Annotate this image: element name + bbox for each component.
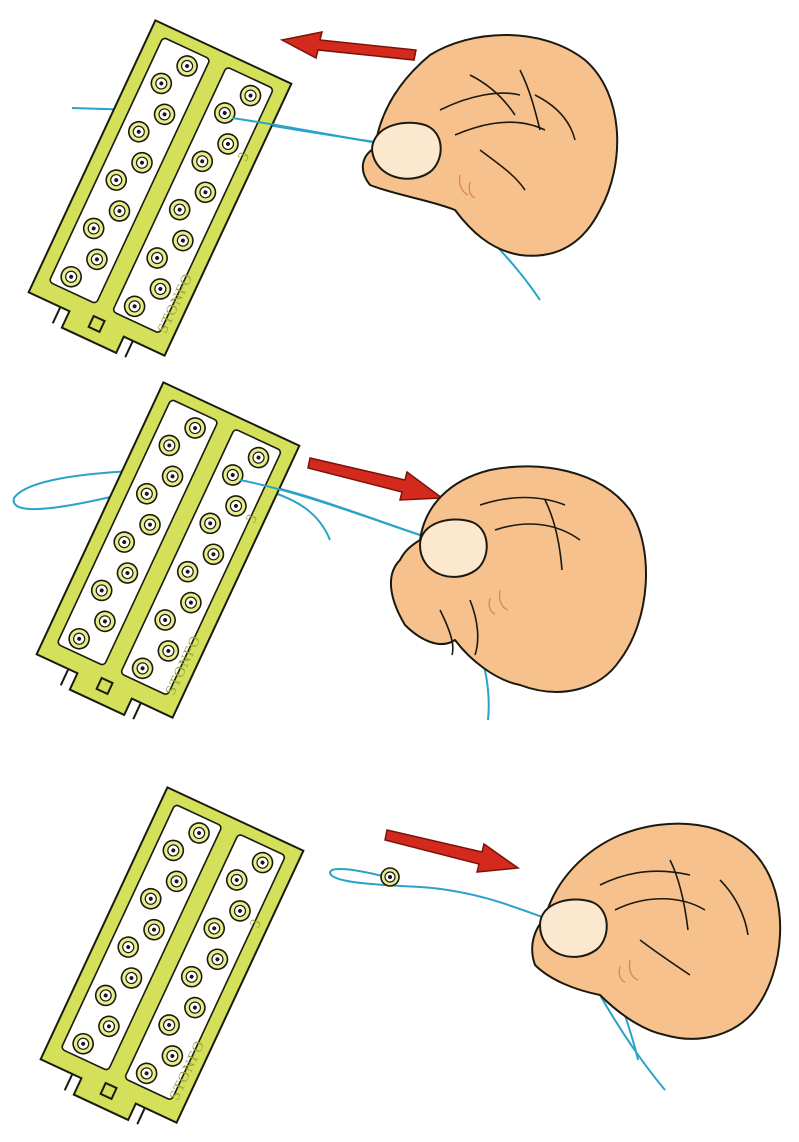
board-notch <box>51 306 134 358</box>
bead <box>98 1015 120 1038</box>
bead <box>203 917 226 940</box>
bead <box>162 839 185 862</box>
bead <box>146 247 168 269</box>
board-notch <box>59 668 142 720</box>
bead <box>139 513 161 536</box>
bead <box>135 1062 158 1085</box>
bead <box>154 609 176 631</box>
bead <box>217 133 239 155</box>
bead <box>72 1032 94 1055</box>
bead <box>168 198 191 221</box>
bead <box>131 151 153 174</box>
bead <box>188 822 210 844</box>
bead <box>176 560 199 583</box>
bead <box>191 150 214 173</box>
hand <box>361 34 619 257</box>
bead <box>202 543 225 566</box>
bead <box>60 265 82 288</box>
bead <box>158 434 181 457</box>
bead <box>161 465 184 488</box>
bead <box>135 482 158 505</box>
bead-on-line <box>380 867 400 887</box>
hand <box>389 465 647 693</box>
arrow-left-icon <box>279 31 417 61</box>
bead <box>239 84 262 107</box>
bead <box>120 967 143 989</box>
fishing-line-front <box>239 479 421 536</box>
bead <box>225 495 247 517</box>
bead <box>229 900 251 922</box>
bead <box>116 562 139 584</box>
bead <box>153 103 176 126</box>
bead <box>184 417 206 439</box>
bead <box>206 948 229 971</box>
bead <box>184 996 206 1019</box>
bead <box>247 446 270 469</box>
bead <box>158 1014 180 1036</box>
bead <box>123 295 146 318</box>
bead <box>176 55 198 77</box>
bead <box>108 200 131 222</box>
bead <box>113 531 136 553</box>
fishing-line-front <box>231 117 373 143</box>
bead <box>149 278 172 300</box>
bead <box>143 918 165 941</box>
bead <box>139 887 162 910</box>
hand <box>531 822 782 1040</box>
bead <box>172 229 194 252</box>
bead <box>180 965 203 988</box>
bead <box>180 591 202 614</box>
bead <box>213 102 236 124</box>
arrow-right-icon <box>307 457 445 501</box>
bead <box>131 657 154 680</box>
bead <box>117 936 140 958</box>
arrow-right-icon <box>384 829 521 873</box>
bead <box>94 984 117 1007</box>
bead <box>127 120 150 143</box>
bead <box>94 610 116 633</box>
bead <box>90 579 113 602</box>
bead <box>225 869 248 891</box>
bead <box>157 640 180 662</box>
bead <box>105 169 128 191</box>
bead <box>82 217 105 240</box>
bead <box>150 72 173 95</box>
bead <box>221 464 244 486</box>
bead <box>86 248 108 271</box>
bead <box>199 512 222 535</box>
bead <box>161 1045 184 1067</box>
bead <box>251 851 274 874</box>
bead <box>194 181 217 204</box>
bead <box>68 627 90 650</box>
board-notch <box>63 1073 146 1125</box>
bead <box>165 870 188 893</box>
